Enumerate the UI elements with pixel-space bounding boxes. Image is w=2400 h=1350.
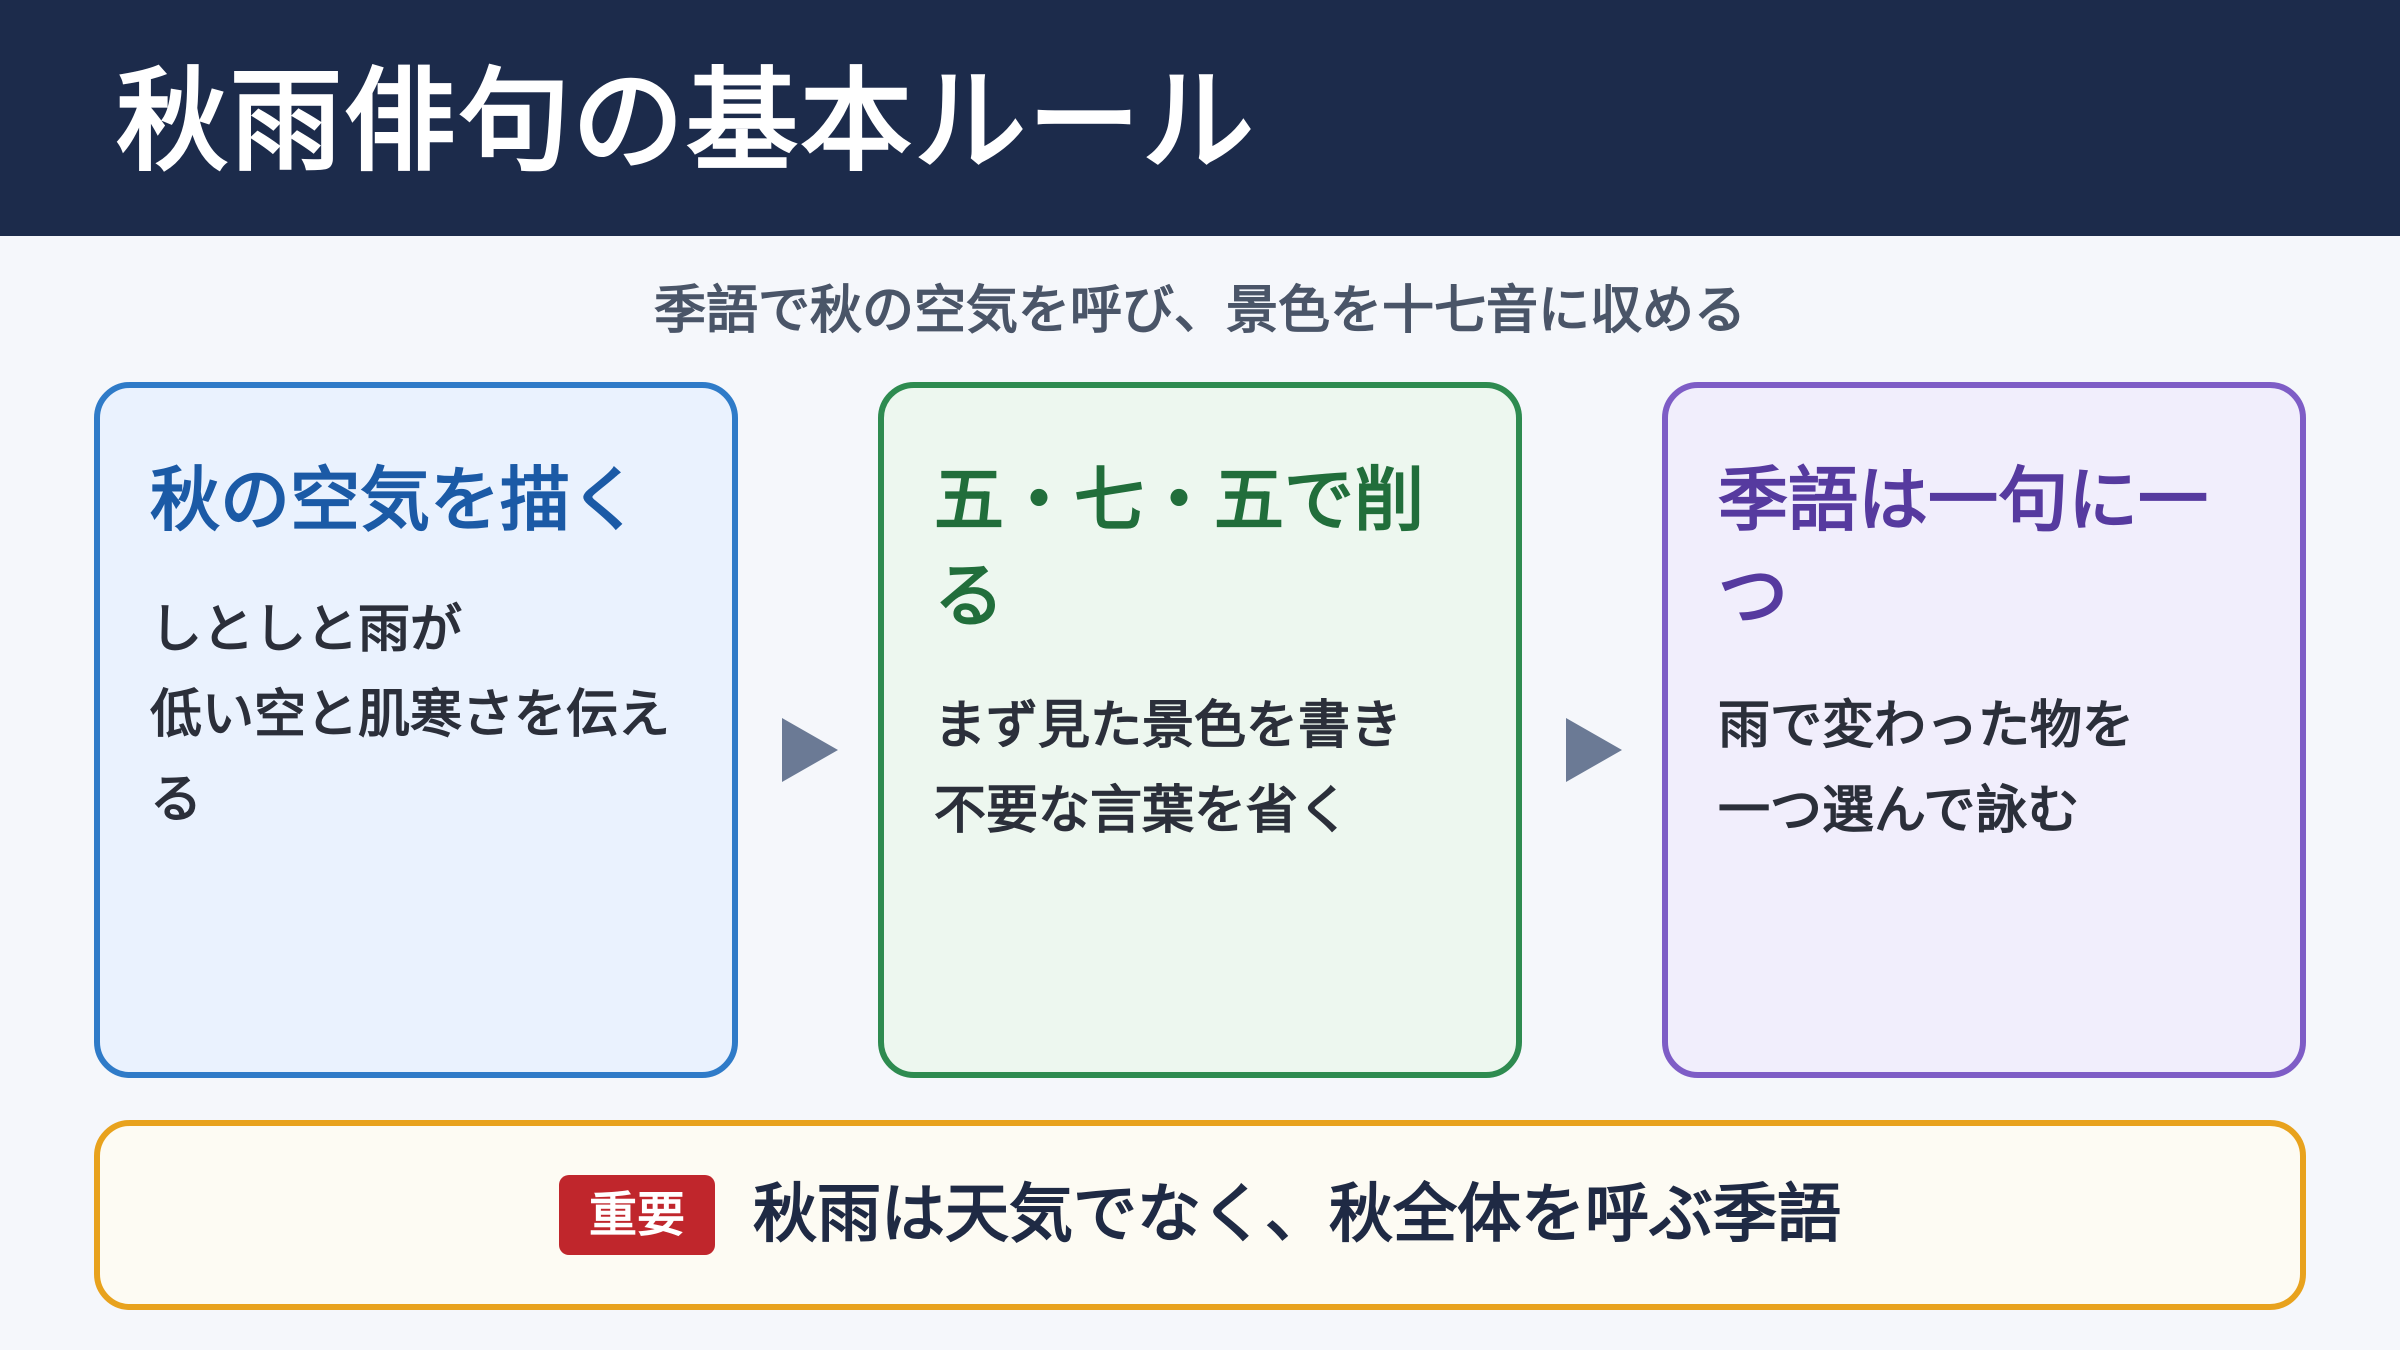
card-line: 雨で変わった物を	[1718, 696, 2135, 756]
card-line: 一つ選んで詠む	[1718, 781, 2080, 841]
subtitle: 季語で秋の空気を呼び、景色を十七音に収める	[653, 281, 1746, 341]
important-badge: 重要	[558, 1175, 715, 1255]
right-triangle-icon	[1566, 718, 1622, 782]
page-title: 秋雨俳句の基本ルール	[116, 57, 1256, 187]
important-note: 重要 秋雨は天気でなく、秋全体を呼ぶ季語	[94, 1120, 2306, 1310]
right-triangle-icon	[782, 718, 838, 782]
card-line: 低い空と肌寒さを伝える	[150, 685, 671, 830]
card-title: 季語は一句に一つ	[1718, 459, 2208, 637]
card-trim-575: 五・七・五で削る まず見た景色を書き 不要な言葉を省く	[878, 382, 1522, 1078]
important-note-text: 秋雨は天気でなく、秋全体を呼ぶ季語	[753, 1178, 1841, 1252]
card-title: 秋の空気を描く	[150, 459, 640, 541]
card-line: 不要な言葉を省く	[934, 781, 1351, 841]
card-line: しとしと雨が	[150, 600, 463, 660]
card-line: まず見た景色を書き	[934, 696, 1403, 756]
card-body: しとしと雨が 低い空と肌寒さを伝える	[150, 588, 682, 843]
card-describe-air: 秋の空気を描く しとしと雨が 低い空と肌寒さを伝える	[94, 382, 738, 1078]
card-one-kigo: 季語は一句に一つ 雨で変わった物を 一つ選んで詠む	[1662, 382, 2306, 1078]
header-bar: 秋雨俳句の基本ルール	[0, 0, 2400, 236]
card-body: まず見た景色を書き 不要な言葉を省く	[934, 684, 1466, 854]
card-title: 五・七・五で削る	[934, 459, 1424, 637]
card-body: 雨で変わった物を 一つ選んで詠む	[1718, 684, 2250, 854]
